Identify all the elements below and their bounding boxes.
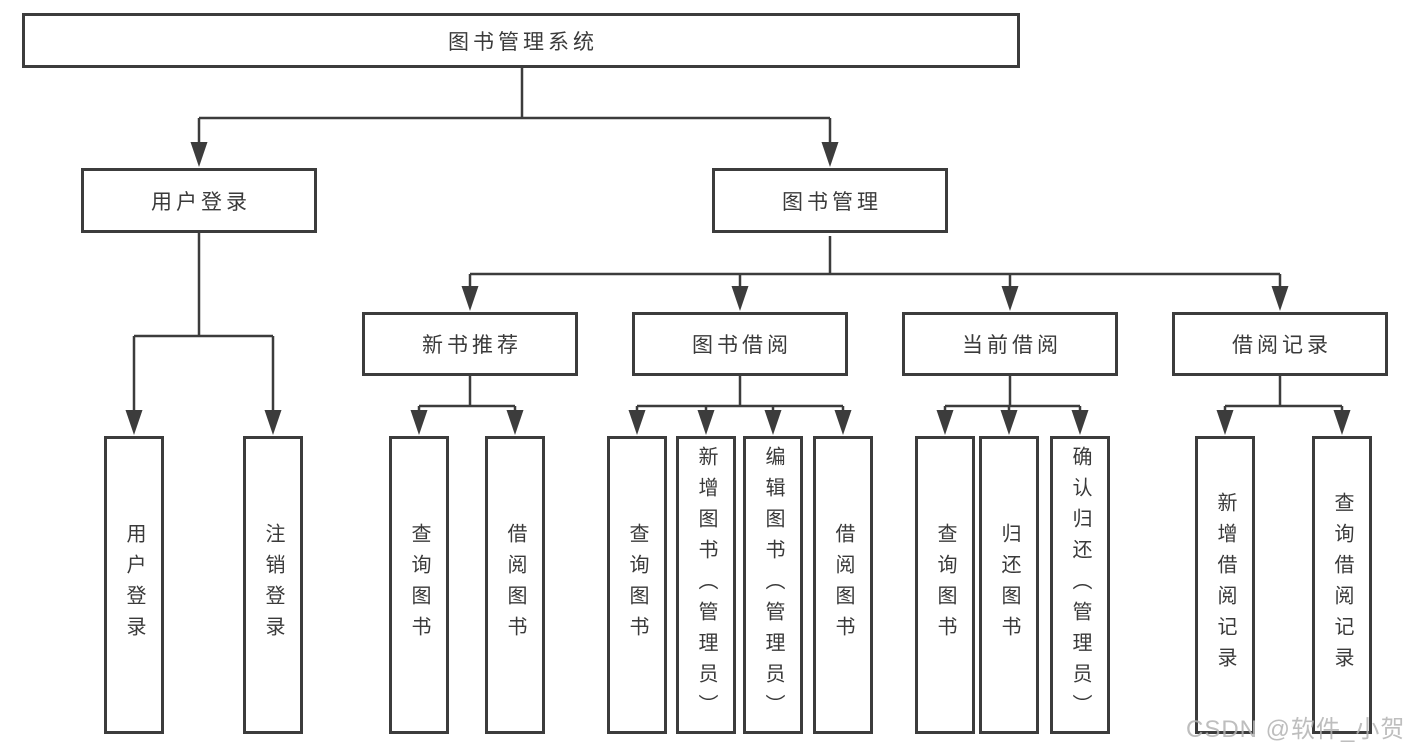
leaf-borrow-books-recommend: 借阅图书	[485, 436, 545, 734]
leaf-return-books: 归还图书	[979, 436, 1039, 734]
leaf-query-books-current: 查询图书	[915, 436, 975, 734]
leaf-confirm-return-admin: 确认归还（管理员）	[1050, 436, 1110, 734]
leaf-borrow-books-borrowing: 借阅图书	[813, 436, 873, 734]
leaf-user-login: 用户登录	[104, 436, 164, 734]
leaf-logout: 注销登录	[243, 436, 303, 734]
leaf-query-books-recommend: 查询图书	[389, 436, 449, 734]
arrowhead-icons	[125, 142, 1351, 435]
watermark: CSDN @软件_小贺同学	[1186, 716, 1405, 743]
leaf-query-books-borrowing: 查询图书	[607, 436, 667, 734]
node-book-borrowing: 图书借阅	[632, 312, 848, 376]
leaf-add-borrow-record: 新增借阅记录	[1195, 436, 1255, 734]
node-book-management: 图书管理	[712, 168, 948, 233]
leaf-query-borrow-record: 查询借阅记录	[1312, 436, 1372, 734]
node-current-borrowing: 当前借阅	[902, 312, 1118, 376]
node-library-management-system: 图书管理系统	[22, 13, 1020, 68]
node-borrowing-records: 借阅记录	[1172, 312, 1388, 376]
node-new-book-recommend: 新书推荐	[362, 312, 578, 376]
node-user-login: 用户登录	[81, 168, 317, 233]
leaf-add-book-admin: 新增图书（管理员）	[676, 436, 736, 734]
leaf-edit-book-admin: 编辑图书（管理员）	[743, 436, 803, 734]
